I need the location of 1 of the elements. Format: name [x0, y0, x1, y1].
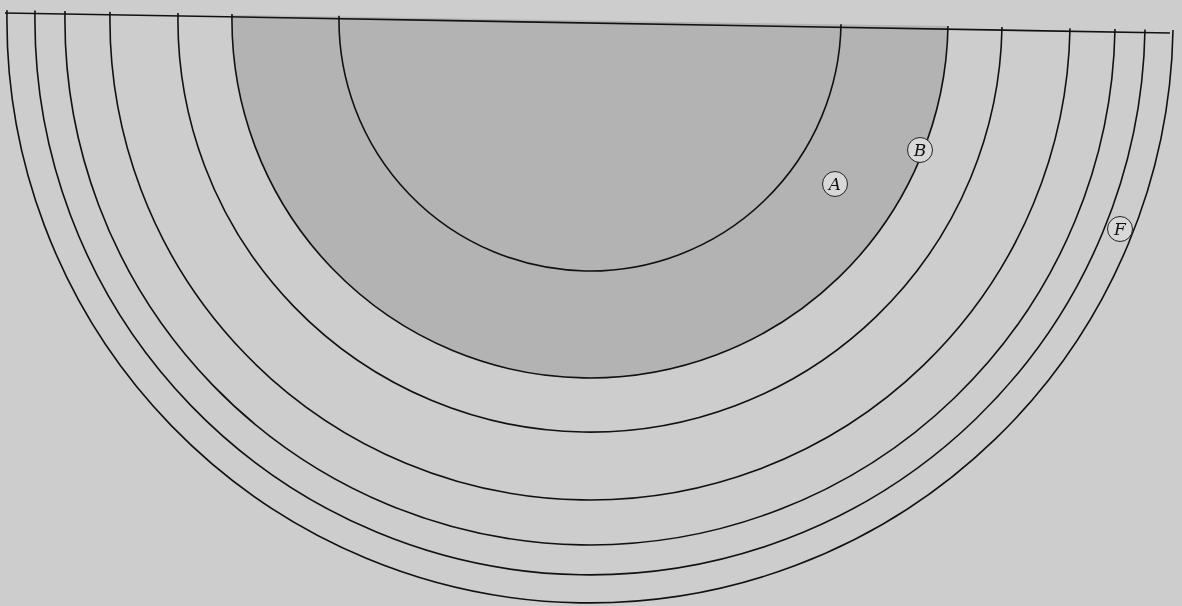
- callout-letter: F: [1107, 216, 1133, 242]
